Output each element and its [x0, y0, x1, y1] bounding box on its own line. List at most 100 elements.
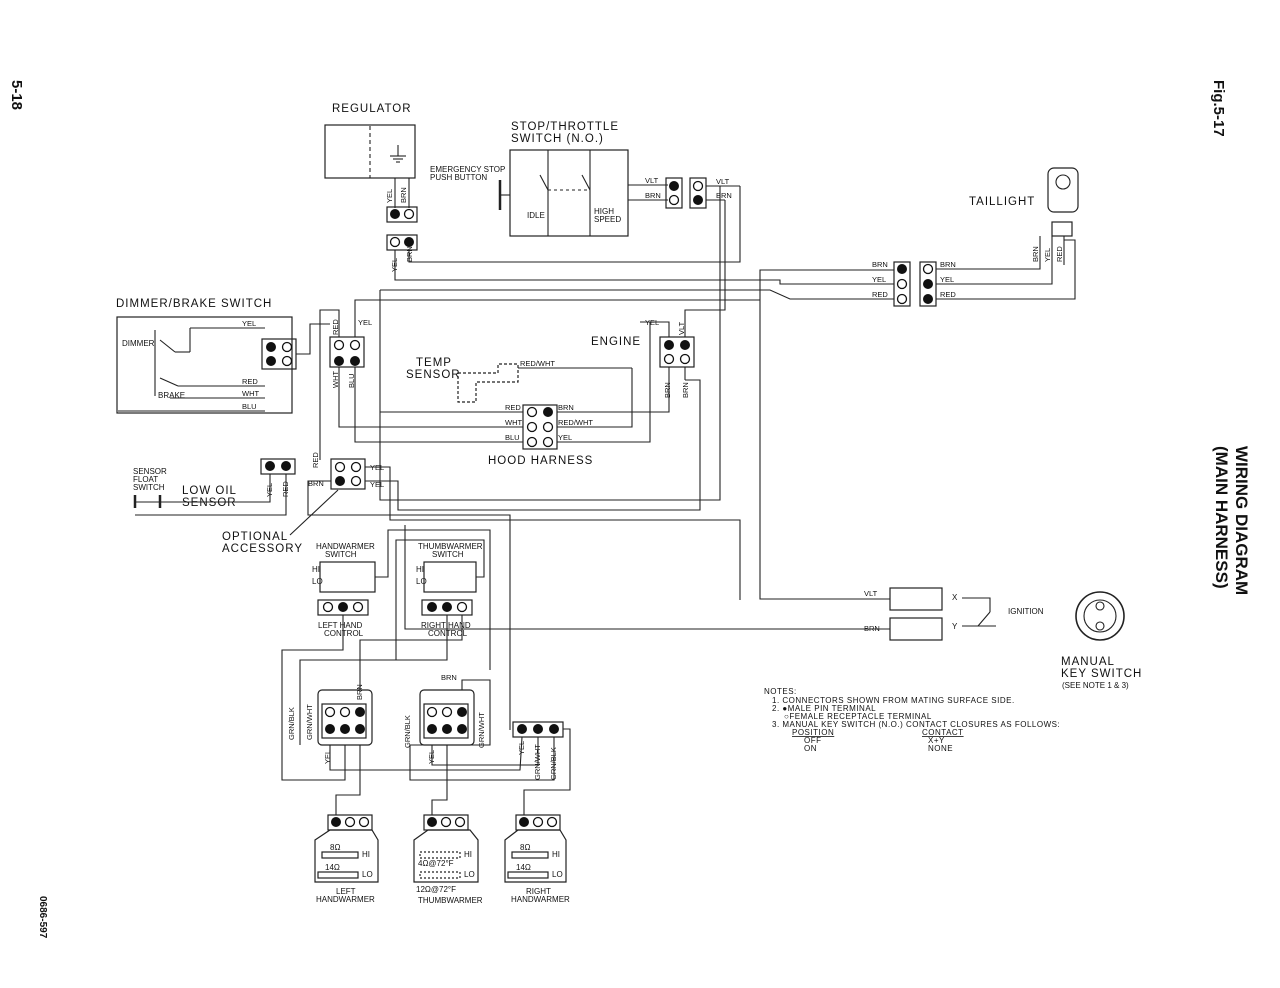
svg-text:HI: HI [552, 850, 560, 859]
right-handwarmer: 8Ω HI 14Ω LO RIGHT HANDWARMER [504, 814, 570, 904]
svg-text:BRN: BRN [558, 403, 574, 412]
svg-text:HANDWARMER: HANDWARMER [511, 895, 570, 904]
svg-text:WHT: WHT [242, 389, 259, 398]
svg-text:MANUAL: MANUAL [1061, 656, 1115, 668]
svg-text:HIGH: HIGH [594, 207, 614, 216]
svg-text:YEL: YEL [370, 480, 384, 489]
svg-text:SWITCH: SWITCH [325, 550, 357, 559]
svg-text:VLT: VLT [677, 321, 686, 335]
svg-text:YEL: YEL [1043, 248, 1052, 262]
svg-text:BRN: BRN [355, 684, 364, 700]
left-harness-connector: GRN/BLK GRN/WHT BRN YEL [287, 684, 373, 764]
svg-text:14Ω: 14Ω [325, 863, 340, 872]
svg-text:LO: LO [552, 870, 563, 879]
svg-text:VLT: VLT [716, 177, 730, 186]
regulator: REGULATOR YEL BRN [324, 103, 418, 251]
svg-text:RED: RED [242, 377, 258, 386]
svg-text:RED: RED [311, 452, 320, 468]
svg-text:LOW OIL: LOW OIL [182, 485, 237, 497]
svg-text:(SEE NOTE 1 & 3): (SEE NOTE 1 & 3) [1062, 681, 1129, 690]
svg-text:X: X [952, 593, 958, 602]
svg-text:LO: LO [416, 577, 427, 586]
svg-text:12Ω@72°F: 12Ω@72°F [416, 885, 456, 894]
svg-text:CONTROL: CONTROL [428, 629, 468, 638]
svg-text:BRN: BRN [872, 260, 888, 269]
svg-text:EMERGENCY STOP: EMERGENCY STOP [430, 165, 505, 174]
low-oil-sensor: SENSOR FLOAT SWITCH LOW OIL SENSOR YEL R… [133, 458, 296, 516]
svg-text:LEFT: LEFT [336, 887, 356, 896]
svg-text:GRN/WHT: GRN/WHT [477, 712, 486, 748]
svg-text:BRN: BRN [940, 260, 956, 269]
svg-text:ENGINE: ENGINE [591, 336, 641, 348]
page-number: 5-18 [8, 80, 25, 110]
svg-text:RIGHT HAND: RIGHT HAND [421, 621, 471, 630]
svg-text:HOOD HARNESS: HOOD HARNESS [488, 455, 593, 467]
svg-text:BRN: BRN [308, 479, 324, 488]
notes: NOTES: 1. CONNECTORS SHOWN FROM MATING S… [764, 687, 1060, 753]
svg-text:DIMMER/BRAKE SWITCH: DIMMER/BRAKE SWITCH [116, 298, 272, 310]
svg-text:SENSOR: SENSOR [406, 369, 461, 381]
svg-text:WIRING DIAGRAM: WIRING DIAGRAM [1232, 446, 1251, 595]
svg-text:Y: Y [952, 622, 958, 631]
svg-text:TEMP: TEMP [416, 357, 452, 369]
svg-text:GRN/WHT: GRN/WHT [305, 704, 314, 740]
svg-text:BRN: BRN [441, 673, 457, 682]
svg-text:WHT: WHT [505, 418, 522, 427]
svg-text:TAILLIGHT: TAILLIGHT [969, 196, 1035, 208]
svg-text:YEL: YEL [385, 189, 394, 203]
svg-text:RED: RED [1055, 246, 1064, 262]
svg-text:8Ω: 8Ω [520, 843, 530, 852]
svg-text:BRAKE: BRAKE [158, 391, 185, 400]
right-harness-connector: BRN GRN/BLK GRN/WHT YEL [403, 673, 486, 764]
svg-text:BRN: BRN [663, 382, 672, 398]
svg-text:CONTROL: CONTROL [324, 629, 364, 638]
svg-text:YEL: YEL [558, 433, 572, 442]
svg-text:OPTIONAL: OPTIONAL [222, 531, 288, 543]
temp-sensor: TEMP SENSOR RED/WHT [406, 357, 632, 403]
diagram-title: WIRING DIAGRAM (MAIN HARNESS) [1212, 446, 1251, 595]
svg-text:BLU: BLU [347, 373, 356, 388]
figure-number: Fig.5-17 [1210, 80, 1227, 137]
svg-text:REGULATOR: REGULATOR [332, 103, 412, 115]
svg-text:BRN: BRN [1031, 246, 1040, 262]
svg-text:1. CONNECTORS SHOWN FROM MATIN: 1. CONNECTORS SHOWN FROM MATING SURFACE … [772, 696, 1015, 705]
svg-text:BRN: BRN [645, 191, 661, 200]
svg-text:8Ω: 8Ω [330, 843, 340, 852]
svg-text:SPEED: SPEED [594, 215, 621, 224]
svg-text:YEL: YEL [872, 275, 886, 284]
svg-text:○FEMALE RECEPTACLE TERMINAL: ○FEMALE RECEPTACLE TERMINAL [784, 712, 932, 721]
thumbwarmer: HI 4Ω@72°F LO 12Ω@72°F THUMBWARMER [413, 814, 483, 905]
svg-text:THUMBWARMER: THUMBWARMER [418, 542, 483, 551]
svg-text:FLOAT: FLOAT [133, 475, 158, 484]
svg-text:BRN: BRN [681, 382, 690, 398]
taillight: TAILLIGHT BRN YEL RED [969, 167, 1079, 265]
stop-throttle-switch: STOP/THROTTLE SWITCH (N.O.) EMERGENCY ST… [430, 121, 740, 237]
svg-text:SWITCH (N.O.): SWITCH (N.O.) [511, 133, 604, 145]
central-connector: RED YEL WHT BLU [329, 318, 372, 388]
svg-text:HANDWARMER: HANDWARMER [316, 895, 375, 904]
svg-text:OFF: OFF [804, 736, 822, 745]
svg-text:(MAIN HARNESS): (MAIN HARNESS) [1212, 446, 1231, 589]
svg-text:LO: LO [362, 870, 373, 879]
svg-text:CONTACT: CONTACT [922, 728, 964, 737]
svg-text:POSITION: POSITION [792, 728, 834, 737]
svg-text:VLT: VLT [864, 589, 878, 598]
svg-text:IGNITION: IGNITION [1008, 607, 1044, 616]
svg-text:RED: RED [505, 403, 521, 412]
svg-text:PUSH BUTTON: PUSH BUTTON [430, 173, 487, 182]
svg-text:BRN: BRN [716, 191, 732, 200]
thumbwarmer-switch: THUMBWARMER SWITCH HI LO RIGHT HAND CONT… [416, 542, 483, 638]
svg-text:4Ω@72°F: 4Ω@72°F [418, 859, 454, 868]
svg-text:GRN/BLK: GRN/BLK [287, 707, 296, 740]
svg-text:YEL: YEL [940, 275, 954, 284]
svg-text:SWITCH: SWITCH [133, 483, 165, 492]
svg-text:HANDWARMER: HANDWARMER [316, 542, 375, 551]
svg-text:YEL: YEL [323, 750, 332, 764]
svg-text:NOTES:: NOTES: [764, 687, 797, 696]
svg-text:HI: HI [416, 565, 424, 574]
handwarmer-switch: HANDWARMER SWITCH HI LO LEFT HAND CONTRO… [312, 542, 376, 638]
svg-text:RIGHT: RIGHT [526, 887, 551, 896]
svg-text:WHT: WHT [331, 371, 340, 388]
svg-text:BRN: BRN [399, 187, 408, 203]
svg-text:RED/WHT: RED/WHT [558, 418, 593, 427]
